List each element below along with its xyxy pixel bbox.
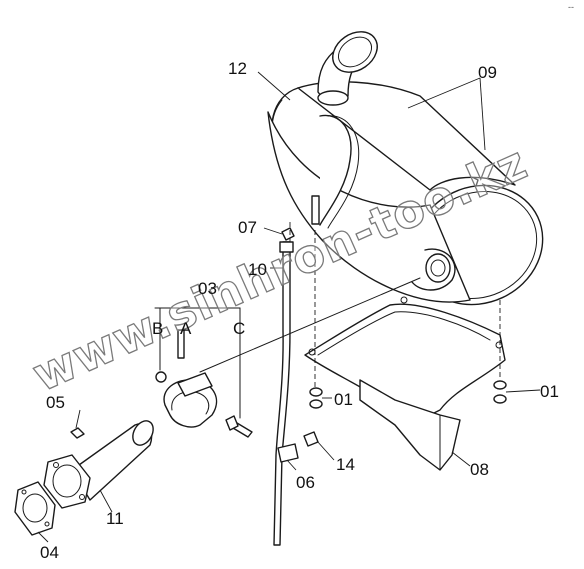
callout-05: 05 <box>46 393 65 412</box>
callout-c: C <box>233 319 245 338</box>
callout-06: 06 <box>296 473 315 492</box>
nut-01-left-lower <box>309 399 323 409</box>
support-rod-body <box>273 241 291 546</box>
assembly-lines <box>154 222 501 419</box>
callout-01-right: 01 <box>540 382 559 401</box>
gasket-plate <box>14 481 56 536</box>
tail-pipe-base <box>317 90 349 106</box>
hardware <box>70 227 507 463</box>
clamp-nut-b <box>155 371 167 383</box>
callout-01-left: 01 <box>334 390 353 409</box>
callout-b: B <box>152 319 163 338</box>
callout-12: 12 <box>228 59 247 78</box>
outlet-flange <box>425 253 451 283</box>
band-bolt <box>311 195 320 225</box>
callout-03: 03 <box>198 279 217 298</box>
clamp-ear <box>177 372 213 397</box>
nut-01-right-lower <box>493 394 507 404</box>
callout-14: 14 <box>336 455 355 474</box>
tail-pipe-mouth <box>332 31 378 73</box>
corner-mark: -- <box>568 2 574 12</box>
gasket <box>14 481 56 536</box>
pipe-clamp <box>155 329 253 438</box>
clamp-ring <box>163 379 218 428</box>
bracket <box>304 296 506 471</box>
bolt-14 <box>303 431 319 447</box>
callout-09: 09 <box>478 63 497 82</box>
clamp-pin-a <box>177 329 185 359</box>
muffler <box>267 81 544 306</box>
nut-07 <box>281 227 295 241</box>
callout-a: A <box>180 319 192 338</box>
support-rod <box>273 241 294 546</box>
nut-01-right-upper <box>493 380 507 390</box>
callout-08: 08 <box>470 460 489 479</box>
muffler-band <box>319 114 352 226</box>
callout-10: 10 <box>248 260 267 279</box>
callout-11: 11 <box>106 509 124 528</box>
nut-01-left-upper <box>309 387 323 397</box>
leader-lines <box>37 71 541 543</box>
exhaust-pipe <box>43 420 154 509</box>
tail-pipe <box>317 31 378 106</box>
clip-06 <box>277 443 299 463</box>
pipe-flange <box>43 454 91 509</box>
nut-05 <box>70 427 85 439</box>
bracket-leg <box>359 379 461 471</box>
callout-04: 04 <box>40 543 59 562</box>
callout-07: 07 <box>238 218 257 237</box>
